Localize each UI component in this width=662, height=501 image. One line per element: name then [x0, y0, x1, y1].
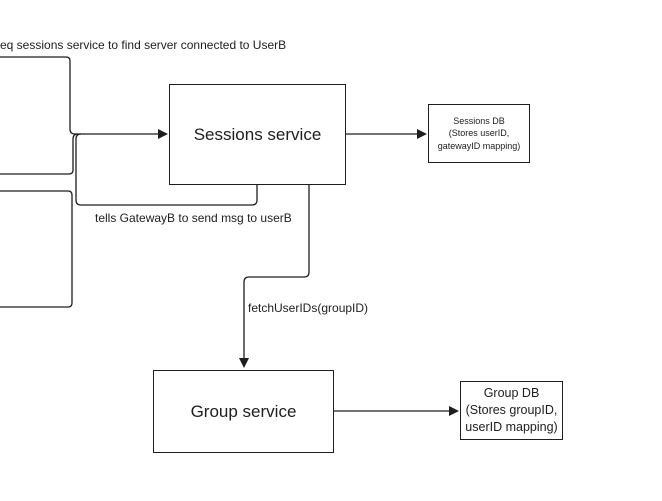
request-connector [0, 56, 168, 139]
left-connector-3 [0, 190, 73, 308]
sessions-db-label: Sessions DB (Stores userID, gatewayID ma… [437, 116, 521, 151]
tells-gateway-connector [75, 133, 258, 206]
edge-label-request-sessions: eq sessions service to find server conne… [0, 38, 287, 52]
fetch-user-ids-arrow [239, 185, 310, 368]
group-db-node[interactable]: Group DB (Stores groupID, userID mapping… [460, 381, 563, 440]
sessions-db-node[interactable]: Sessions DB (Stores userID, gatewayID ma… [428, 104, 530, 163]
group-db-label: Group DB (Stores groupID, userID mapping… [465, 386, 558, 434]
sessions-service-node[interactable]: Sessions service [169, 84, 346, 185]
group-service-label: Group service [190, 401, 297, 421]
left-connector-2 [0, 133, 79, 175]
sessions-service-label: Sessions service [193, 124, 322, 144]
edge-label-tells-gateway: tells GatewayB to send msg to userB [95, 211, 292, 225]
group-service-node[interactable]: Group service [153, 370, 334, 453]
edge-label-fetch-user-ids: fetchUserIDs(groupID) [248, 301, 369, 315]
